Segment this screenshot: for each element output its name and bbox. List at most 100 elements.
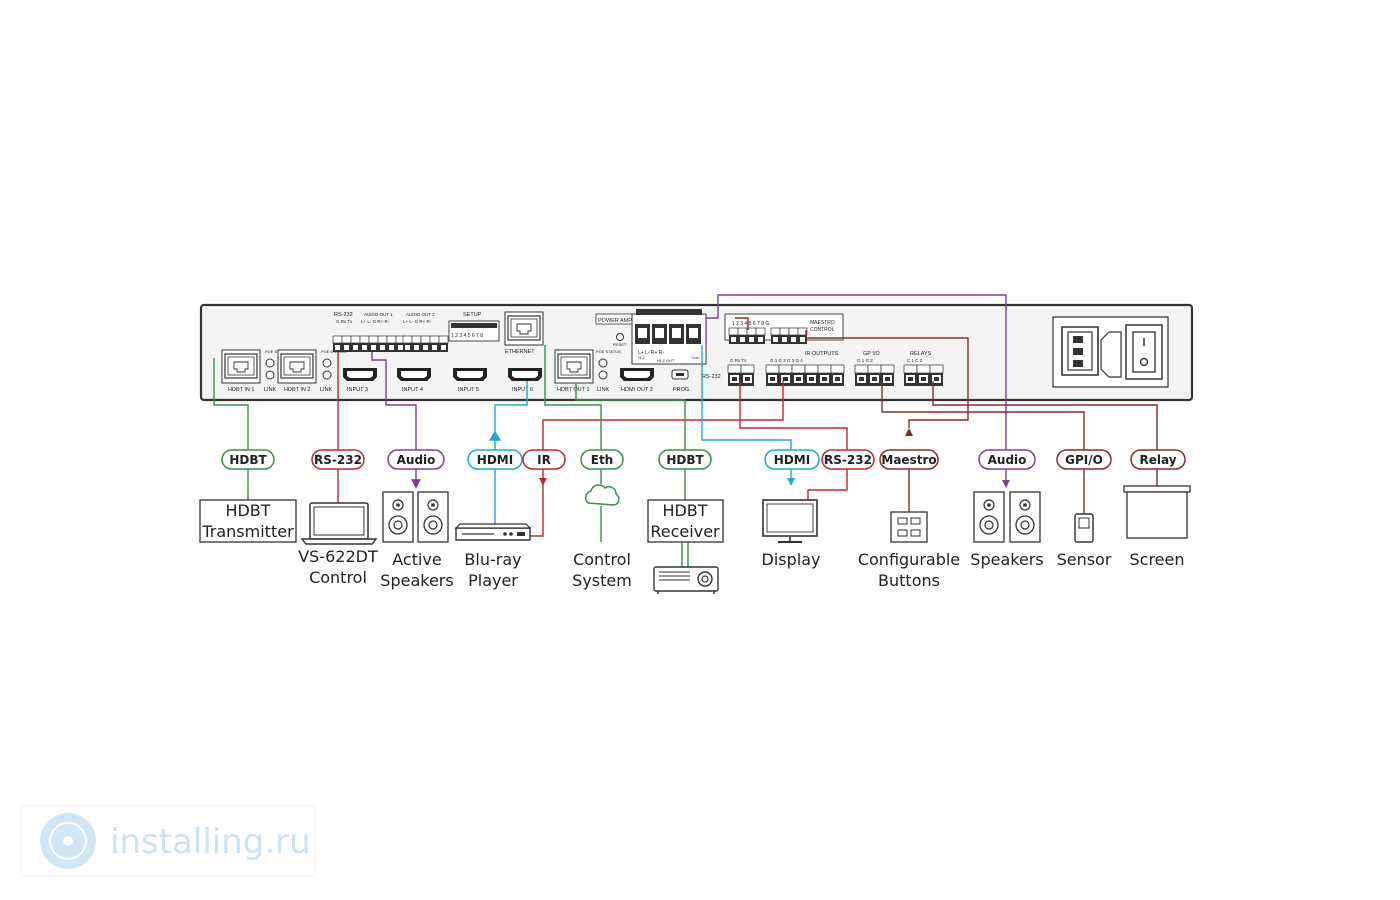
svg-text:1 2 3 4 5 6 7 8 G: 1 2 3 4 5 6 7 8 G	[732, 321, 769, 327]
svg-text:L+ L- R+ R-: L+ L- R+ R-	[638, 350, 664, 356]
control-system-label-2: System	[572, 571, 632, 590]
monitor-icon	[762, 499, 818, 543]
svg-text:Hi-Z: Hi-Z	[638, 356, 645, 360]
projection-screen-icon	[1123, 485, 1191, 539]
svg-text:RS-232: RS-232	[702, 374, 721, 380]
svg-text:L+ L- G R+ R-: L+ L- G R+ R-	[403, 319, 432, 324]
pill-rs232-1: RS-232	[311, 449, 365, 470]
buttons-label-2: Buttons	[878, 571, 940, 590]
svg-text:CONTROL: CONTROL	[810, 327, 835, 333]
svg-text:INPUT 3: INPUT 3	[347, 387, 368, 393]
pill-gpio: GPI/O	[1056, 449, 1112, 470]
svg-text:G Rx Tx: G Rx Tx	[730, 358, 747, 363]
svg-text:GP I/O: GP I/O	[863, 351, 880, 357]
display-label: Display	[762, 550, 821, 569]
pill-maestro: Maestro	[879, 449, 939, 470]
speakers-label: Speakers	[970, 550, 1043, 569]
svg-text:HDMI: HDMI	[774, 453, 810, 467]
laptop-icon	[300, 502, 378, 545]
pill-rs232-2: RS-232	[821, 449, 875, 470]
hdbt-receiver-device: HDBT Receiver	[647, 499, 724, 543]
svg-text:HI-Z OUT: HI-Z OUT	[657, 358, 675, 363]
svg-text:GPI/O: GPI/O	[1065, 453, 1103, 467]
hdbt-in-1-port: HDBT IN 1	[221, 349, 261, 393]
pill-audio-2: Audio	[978, 449, 1036, 470]
speaker-icon	[973, 491, 1041, 543]
svg-text:HDMI OUT 2: HDMI OUT 2	[621, 387, 653, 393]
svg-text:LINK: LINK	[597, 387, 610, 393]
pill-relay: Relay	[1130, 449, 1186, 470]
svg-text:HDBT: HDBT	[229, 453, 267, 467]
pill-eth: Eth	[580, 449, 624, 470]
hdbt-transmitter-device: HDBT Transmitter	[199, 499, 297, 543]
svg-text:HDBT: HDBT	[662, 501, 707, 520]
svg-text:AUDIO OUT 2: AUDIO OUT 2	[406, 312, 435, 317]
svg-text:POE STATUS: POE STATUS	[596, 349, 621, 354]
ir-outputs-terminal: IR OUTPUTS G 1 G 2 G 3 G 4	[765, 351, 845, 387]
power-switch-icon	[1125, 324, 1163, 380]
svg-text:RELAYS: RELAYS	[910, 351, 932, 357]
svg-text:INPUT 5: INPUT 5	[458, 387, 479, 393]
rs232-audio-terminals: RS-232 G Rx Tx AUDIO OUT 1 L+ L- G R+ R-…	[332, 312, 449, 353]
sensor-label: Sensor	[1057, 550, 1112, 569]
svg-text:POWER AMP: POWER AMP	[598, 318, 632, 324]
hdmi-input-5: INPUT 5	[453, 368, 487, 393]
svg-text:HDMI: HDMI	[477, 453, 513, 467]
hdmi-input-4: INPUT 4	[397, 368, 431, 393]
svg-text:INPUT 4: INPUT 4	[402, 387, 423, 393]
svg-text:MAESTRO: MAESTRO	[810, 320, 835, 326]
screen-label: Screen	[1129, 550, 1184, 569]
gpio-terminal: GP I/O G 1 G 2	[854, 351, 895, 387]
svg-text:Audio: Audio	[988, 453, 1027, 467]
rear-panel: HDBT IN 1 POE STATUS LINK HDBT IN 2 POE …	[199, 303, 1194, 402]
vs622dt-label-1: VS-622DT	[298, 547, 378, 566]
svg-text:RS-232: RS-232	[314, 453, 362, 467]
poe-status-leds-3: POE STATUS LINK	[596, 349, 621, 393]
connection-wires	[213, 294, 1158, 567]
speaker-icon	[382, 491, 449, 543]
svg-text:RS-232: RS-232	[334, 312, 353, 318]
rs232-right-terminal: RS-232 G Rx Tx	[702, 358, 755, 387]
watermark-logo-icon	[40, 813, 96, 869]
hdmi-out-2-port: HDMI OUT 2	[620, 368, 654, 393]
svg-text:Maestro: Maestro	[881, 453, 936, 467]
svg-text:AUDIO OUT 1: AUDIO OUT 1	[364, 312, 393, 317]
svg-text:Com: Com	[692, 356, 699, 360]
pill-hdmi-2: HDMI	[764, 449, 820, 470]
svg-text:G 1 G 2 G 3 G 4: G 1 G 2 G 3 G 4	[770, 358, 803, 363]
hdbt-out-1-port: HDBT OUT 1	[554, 349, 594, 393]
svg-text:INPUT 6: INPUT 6	[512, 387, 533, 393]
bluray-player-icon	[454, 523, 532, 541]
bluray-label-1: Blu-ray	[464, 550, 521, 569]
svg-text:IR: IR	[537, 453, 551, 467]
ethernet-port: ETHERNET	[504, 311, 544, 355]
svg-text:RESET: RESET	[613, 342, 627, 347]
svg-text:HDBT: HDBT	[666, 453, 704, 467]
hdbt-in-2-port: HDBT IN 2	[277, 349, 317, 393]
hdbt-in-2-label: HDBT IN 2	[284, 387, 311, 393]
svg-text:HDBT OUT 1: HDBT OUT 1	[557, 387, 590, 393]
hdmi-input-6: INPUT 6	[508, 368, 542, 393]
cloud-icon	[584, 484, 620, 506]
svg-text:C 1 C 2: C 1 C 2	[907, 358, 923, 363]
sensor-icon	[1074, 513, 1094, 543]
buttons-label-1: Configurable	[858, 550, 960, 569]
active-speakers-label-2: Speakers	[380, 571, 453, 590]
svg-text:HDBT: HDBT	[225, 501, 270, 520]
hdbt-in-1-label: HDBT IN 1	[228, 387, 255, 393]
projector-icon	[653, 566, 719, 594]
svg-text:L+ L- G R+ R-: L+ L- G R+ R-	[361, 319, 390, 324]
pill-hdbt-2: HDBT	[658, 449, 712, 470]
watermark: installing.ru	[20, 805, 316, 877]
hdmi-input-3: INPUT 3	[343, 368, 377, 393]
active-speakers-label-1: Active	[392, 550, 442, 569]
svg-text:Audio: Audio	[397, 453, 436, 467]
pill-ir: IR	[522, 449, 566, 470]
svg-text:Eth: Eth	[591, 453, 613, 467]
svg-text:RS-232: RS-232	[824, 453, 872, 467]
svg-text:Receiver: Receiver	[650, 522, 720, 541]
pill-audio-1: Audio	[387, 449, 445, 470]
svg-text:PROG: PROG	[673, 387, 689, 393]
svg-text:ETHERNET: ETHERNET	[505, 349, 535, 355]
